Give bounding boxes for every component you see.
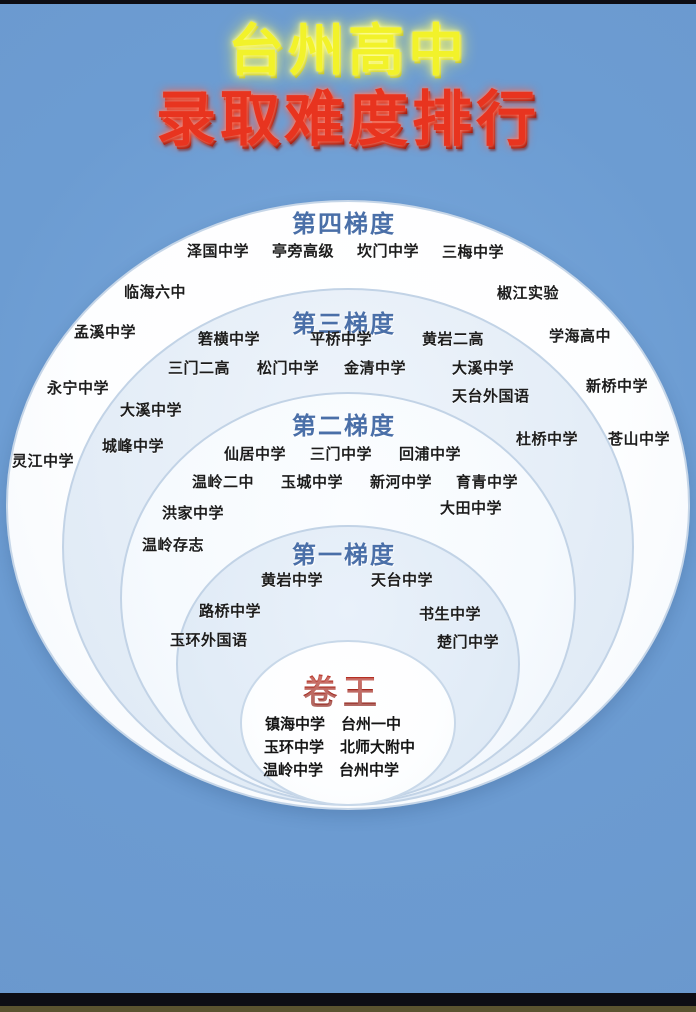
school-jiaojiangshiyan: 椒江实验: [497, 284, 560, 302]
school-pingqiao: 平桥中学: [310, 330, 373, 348]
school-yuhuanwaiguoyu: 玉环外国语: [170, 631, 248, 649]
title-block: 台州高中 录取难度排行: [0, 19, 696, 156]
school-wenlingerzhong: 温岭二中: [192, 473, 255, 491]
school-zhenhai: 镇海中学: [265, 715, 326, 733]
school-linhailiuzhong: 临海六中: [124, 283, 187, 301]
school-wenlingcunzhi: 温岭存志: [142, 536, 205, 554]
school-yucheng: 玉城中学: [281, 473, 344, 491]
school-datian: 大田中学: [440, 499, 503, 517]
core-circle: [240, 640, 456, 806]
page-title-main: 台州高中: [228, 19, 468, 84]
school-chengfeng: 城峰中学: [102, 437, 165, 455]
school-mengxi: 孟溪中学: [74, 323, 137, 341]
school-xuehai: 学海高中: [549, 327, 612, 345]
school-ruoheng: 箬横中学: [198, 330, 261, 348]
frame-bar-top: [0, 0, 696, 4]
tier-1-label: 第一梯度: [292, 541, 396, 569]
school-wenling: 温岭中学: [263, 761, 324, 779]
tier-4-label: 第四梯度: [292, 210, 396, 238]
tier-3-label: 第三梯度: [292, 310, 396, 338]
school-yongning: 永宁中学: [47, 379, 110, 397]
core-row-1: 镇海中学 台州一中: [265, 713, 401, 734]
school-yuhuan: 玉环中学: [264, 738, 325, 756]
school-jinqing: 金清中学: [344, 359, 407, 377]
school-yuqing: 育青中学: [456, 473, 519, 491]
school-zeguo: 泽国中学: [187, 242, 250, 260]
tier-2-label: 第二梯度: [292, 412, 396, 440]
core-title-juanwang: 卷王: [303, 665, 383, 714]
school-huangyan: 黄岩中学: [261, 571, 324, 589]
school-duqiao: 杜桥中学: [516, 430, 579, 448]
school-tiantai: 天台中学: [371, 571, 434, 589]
frame-bar-olive: [0, 1006, 696, 1012]
school-lingjiang: 灵江中学: [12, 452, 75, 470]
school-taizhouzhongxue: 台州中学: [339, 761, 400, 779]
school-tiantaiwaiguoyu: 天台外国语: [452, 387, 530, 405]
school-beishidafuzhong: 北师大附中: [340, 738, 416, 756]
school-xianju: 仙居中学: [224, 445, 287, 463]
core-row-2: 玉环中学 北师大附中: [264, 736, 415, 757]
school-xinhe: 新河中学: [370, 473, 433, 491]
school-sanmei: 三梅中学: [442, 243, 505, 261]
core-row-3: 温岭中学 台州中学: [263, 759, 399, 780]
school-taizhouyizhong: 台州一中: [341, 715, 402, 733]
school-kanmen: 坎门中学: [357, 242, 420, 260]
school-songmen: 松门中学: [257, 359, 320, 377]
school-chumen: 楚门中学: [437, 633, 500, 651]
school-huipu: 回浦中学: [399, 445, 462, 463]
school-huangyanergao: 黄岩二高: [422, 330, 485, 348]
school-xinqiao: 新桥中学: [586, 377, 649, 395]
page-title-sub: 录取难度排行: [156, 85, 540, 156]
school-sanmenergao: 三门二高: [168, 359, 231, 377]
school-daxi-tier3: 大溪中学: [452, 359, 515, 377]
school-shusheng: 书生中学: [419, 605, 482, 623]
school-hongjia: 洪家中学: [162, 504, 225, 522]
school-daxi-left: 大溪中学: [120, 401, 183, 419]
school-tingpang: 亭旁高级: [272, 242, 335, 260]
frame-bar-bottom: [0, 993, 696, 1006]
school-cangshan: 苍山中学: [608, 430, 671, 448]
school-luqiao: 路桥中学: [199, 602, 262, 620]
school-sanmen: 三门中学: [310, 445, 373, 463]
